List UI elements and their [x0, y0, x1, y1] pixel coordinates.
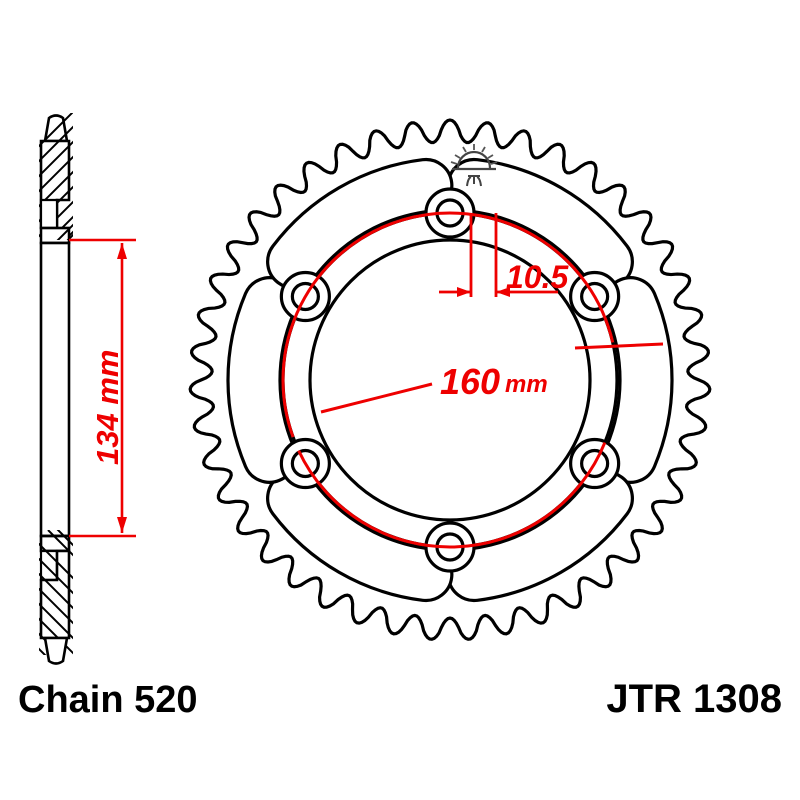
side-view-tooth-bottom: [43, 636, 69, 665]
lightening-slots: [226, 157, 674, 603]
dim-160-value: 160: [440, 361, 500, 402]
dim-160-unit: mm: [505, 371, 548, 398]
dim-105-label: 10.5: [506, 259, 569, 295]
dim-160-leader-right: [574, 342, 664, 350]
side-view-pocket-top: [39, 198, 59, 230]
dimension-160mm: 160 mm: [281, 211, 664, 549]
side-view-web: [39, 241, 71, 538]
bolt-circle-arc-lower: [297, 441, 607, 549]
sunrise-logo: [450, 144, 498, 187]
dim-134-arrow-bottom: [117, 517, 127, 533]
dim-134-label: 134 mm: [90, 350, 125, 465]
dim-105-arrow-left: [457, 287, 471, 297]
section-side-view: [39, 113, 73, 665]
dim-160-leader-left: [320, 382, 433, 414]
dimension-134mm: 134 mm: [69, 238, 136, 538]
part-number-caption: JTR 1308: [606, 677, 782, 721]
front-face-view: 160 mm 10.5: [188, 118, 712, 641]
side-view-body-bottom-outline: [39, 549, 71, 640]
dim-105-arrow-right: [496, 287, 510, 297]
dimension-10-5: 10.5: [439, 213, 569, 297]
sprocket-center-bore: [308, 238, 592, 522]
dim-134-arrow-top: [117, 243, 127, 259]
bolt-circle-arc-upper: [281, 211, 615, 438]
side-view-flange-top: [39, 226, 71, 245]
chain-caption: Chain 520: [18, 679, 198, 721]
